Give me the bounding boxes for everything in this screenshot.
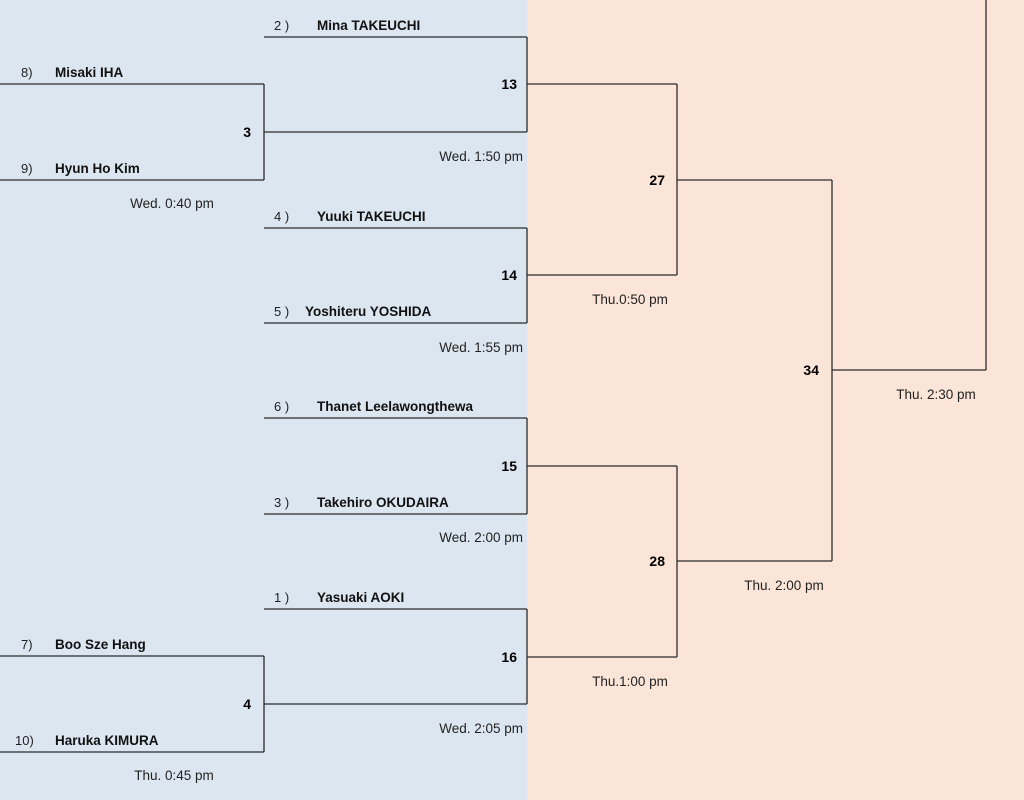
match-number: 28: [649, 553, 665, 569]
match-number: 27: [649, 172, 665, 188]
player-seed: 5 ): [274, 304, 289, 319]
player-seed: 8): [21, 65, 33, 80]
player-seed: 7): [21, 637, 33, 652]
match-number: 14: [501, 267, 517, 283]
match-number: 16: [501, 649, 517, 665]
match-number: 13: [501, 76, 517, 92]
match-time: Wed. 0:40 pm: [130, 196, 214, 211]
player-name: Yasuaki AOKI: [317, 590, 404, 605]
match-number: 34: [803, 362, 819, 378]
right-panel-background: [527, 0, 1024, 800]
player-seed: 10): [15, 733, 34, 748]
player-name: Mina TAKEUCHI: [317, 18, 420, 33]
player-seed: 1 ): [274, 590, 289, 605]
player-seed: 3 ): [274, 495, 289, 510]
match-time: Wed. 1:50 pm: [439, 149, 523, 164]
player-name: Yuuki TAKEUCHI: [317, 209, 426, 224]
player-name: Hyun Ho Kim: [55, 161, 140, 176]
match-time: Wed. 2:00 pm: [439, 530, 523, 545]
match-time: Thu. 2:30 pm: [896, 387, 976, 402]
player-name: Takehiro OKUDAIRA: [317, 495, 449, 510]
match-number: 3: [243, 124, 251, 140]
match-number: 15: [501, 458, 517, 474]
match-number: 4: [243, 696, 251, 712]
match-time: Thu. 0:45 pm: [134, 768, 214, 783]
player-seed: 4 ): [274, 209, 289, 224]
player-name: Boo Sze Hang: [55, 637, 146, 652]
player-name: Thanet Leelawongthewa: [317, 399, 474, 414]
match-time: Thu.1:00 pm: [592, 674, 668, 689]
player-name: Yoshiteru YOSHIDA: [305, 304, 432, 319]
match-time: Thu. 2:00 pm: [744, 578, 824, 593]
player-seed: 6 ): [274, 399, 289, 414]
match-time: Wed. 1:55 pm: [439, 340, 523, 355]
match-time: Thu.0:50 pm: [592, 292, 668, 307]
player-name: Misaki IHA: [55, 65, 124, 80]
player-seed: 2 ): [274, 18, 289, 33]
player-name: Haruka KIMURA: [55, 733, 159, 748]
match-time: Wed. 2:05 pm: [439, 721, 523, 736]
player-seed: 9): [21, 161, 33, 176]
